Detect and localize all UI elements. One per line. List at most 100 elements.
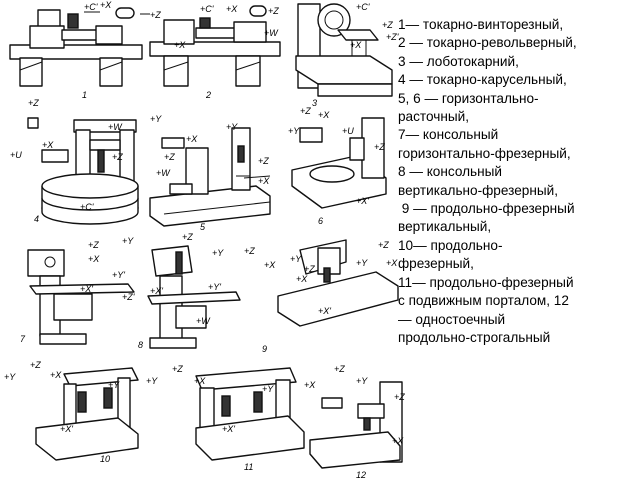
m6-number: 6 bbox=[318, 216, 323, 226]
machine-3: +C' +Z +Z' +X 3 bbox=[295, 2, 399, 108]
m7-axis-label: +Y' bbox=[112, 270, 125, 280]
m4-axis-label: +Z bbox=[112, 152, 123, 162]
m5-axis-label: +Y bbox=[150, 114, 162, 124]
m12-axis-label: +X bbox=[392, 436, 404, 446]
machine-7: +Z +X +Y +Y' +Z' +X' 7 bbox=[20, 236, 135, 345]
legend-line: 1— токарно-винторезный, bbox=[398, 17, 564, 32]
legend-line: — одностоечный bbox=[398, 311, 506, 327]
m3-axis-label: +X bbox=[350, 40, 362, 50]
machine-11: +Y +Z +X +Y +X' 11 bbox=[146, 364, 305, 472]
m3-axis-label: +Z' bbox=[386, 32, 399, 42]
m4-axis-label: +W bbox=[108, 122, 123, 132]
legend-line: 5, 6 — горизонтально- bbox=[398, 90, 539, 106]
machine-10: +Y +Z +X +Y +X' 10 bbox=[4, 360, 139, 464]
m7-axis-label: +Z bbox=[88, 240, 99, 250]
m2-axis-label: +X bbox=[174, 40, 186, 50]
legend-line: с подвижным порталом, 12 bbox=[398, 293, 569, 309]
m8-axis-label: +W bbox=[196, 316, 211, 326]
m10-axis-label: +Y bbox=[108, 380, 120, 390]
legend-line: горизонтально-фрезерный, bbox=[398, 145, 571, 161]
m12-number: 12 bbox=[356, 470, 366, 480]
legend-line: продольно-строгальный bbox=[398, 329, 551, 345]
m7-number: 7 bbox=[20, 334, 26, 344]
m8-axis-label: +X' bbox=[150, 286, 163, 296]
m4-axis-label: +U bbox=[10, 150, 22, 160]
m9-axis-label: +Z bbox=[304, 264, 315, 274]
m5-number: 5 bbox=[200, 222, 206, 232]
m6-axis-label: +Z bbox=[300, 106, 311, 116]
m11-axis-label: +X bbox=[194, 376, 206, 386]
m12-axis-label: +Z bbox=[394, 392, 405, 402]
m2-axis-label: +W bbox=[264, 28, 279, 38]
m11-number: 11 bbox=[244, 462, 253, 472]
m3-axis-label: +C' bbox=[356, 2, 370, 12]
m8-axis-label: +Z bbox=[182, 232, 193, 242]
m5-axis-label: +X bbox=[186, 134, 198, 144]
legend-line: вертикально-фрезерный, bbox=[398, 182, 558, 198]
m8-axis-label: +Y bbox=[212, 248, 224, 258]
m10-axis-label: +Z bbox=[30, 360, 41, 370]
m2-number: 2 bbox=[205, 90, 211, 100]
m7-axis-label: +Z' bbox=[122, 292, 135, 302]
legend-line: 8 — консольный bbox=[398, 164, 502, 180]
m5-axis-label: +X bbox=[258, 176, 270, 186]
legend-line: 9 — продольно-фрезерный bbox=[398, 201, 575, 217]
m1-axis-label: +Z bbox=[150, 10, 161, 20]
legend-line: 3 — лоботокарний, bbox=[398, 53, 519, 69]
m4-axis-label: +C' bbox=[80, 202, 94, 212]
m7-axis-label: +X' bbox=[80, 284, 93, 294]
m8-axis-label: +X bbox=[264, 260, 276, 270]
m8-axis-label: +Z bbox=[244, 246, 255, 256]
legend-line: вертикальный, bbox=[398, 219, 492, 235]
m10-number: 10 bbox=[100, 454, 110, 464]
m11-axis-label: +X' bbox=[222, 424, 235, 434]
m12-axis-label: +Y bbox=[356, 376, 368, 386]
m5-axis-label: +W bbox=[156, 168, 171, 178]
machine-4: +Z +X +U +W +Z +C' 4 bbox=[10, 98, 139, 225]
m9-axis-label: +X bbox=[386, 258, 398, 268]
m1-number: 1 bbox=[82, 90, 87, 100]
m3-axis-label: +Z bbox=[382, 20, 393, 30]
m9-number: 9 bbox=[262, 344, 267, 354]
m4-axis-label: +Z bbox=[28, 98, 39, 108]
m10-axis-label: +X' bbox=[60, 424, 73, 434]
m9-axis-label: +Y bbox=[356, 258, 368, 268]
machine-5: +Y +X +Z +W +Y +Z +X 5 bbox=[149, 114, 271, 232]
machine-8: +Z +Y +X +Z +X' +Y' +W 8 bbox=[138, 232, 276, 350]
m2-axis-label: +C' bbox=[200, 4, 214, 14]
machine-legend: 1— токарно-винторезный, 2 — токарно-рево… bbox=[398, 16, 636, 347]
m5-axis-label: +Y bbox=[226, 122, 238, 132]
m10-axis-label: +Y bbox=[4, 372, 16, 382]
m9-axis-label: +Y bbox=[290, 254, 302, 264]
machine-6: +Z +X +Y +U +Z +X' 6 bbox=[288, 106, 387, 226]
legend-line: 4 — токарно-карусельный, bbox=[398, 72, 567, 88]
machine-2: +C' +X +Z +X +W 2 bbox=[149, 4, 281, 100]
m4-axis-label: +X bbox=[42, 140, 54, 150]
legend-line: 10— продольно- bbox=[398, 237, 503, 253]
machine-1: +C' +X +Z 1 bbox=[9, 0, 161, 100]
legend-line: 2 — токарно-револьверный, bbox=[398, 35, 577, 51]
machine-12: +X +Z +Y +Z +X 12 bbox=[304, 364, 405, 480]
m12-axis-label: +X bbox=[304, 380, 316, 390]
legend-line: фрезерный, bbox=[398, 256, 474, 272]
m1-axis-label: +X bbox=[100, 0, 112, 10]
m9-axis-label: +Z bbox=[378, 240, 389, 250]
m7-axis-label: +Y bbox=[122, 236, 134, 246]
m5-axis-label: +Z bbox=[258, 156, 269, 166]
m10-axis-label: +X bbox=[50, 370, 62, 380]
legend-line: расточный, bbox=[398, 109, 469, 125]
m9-axis-label: +X' bbox=[318, 306, 331, 316]
m3-number: 3 bbox=[312, 98, 317, 108]
m1-axis-label: +C' bbox=[84, 2, 98, 12]
m2-axis-label: +X bbox=[226, 4, 238, 14]
m6-axis-label: +X' bbox=[356, 196, 369, 206]
m8-number: 8 bbox=[138, 340, 143, 350]
m11-axis-label: +Y bbox=[146, 376, 158, 386]
m2-axis-label: +Z bbox=[268, 6, 279, 16]
m6-axis-label: +X bbox=[318, 110, 330, 120]
m12-axis-label: +Z bbox=[334, 364, 345, 374]
m6-axis-label: +Y bbox=[288, 126, 300, 136]
m9-axis-label: +X bbox=[296, 274, 308, 284]
m11-axis-label: +Z bbox=[172, 364, 183, 374]
m4-number: 4 bbox=[34, 214, 39, 224]
